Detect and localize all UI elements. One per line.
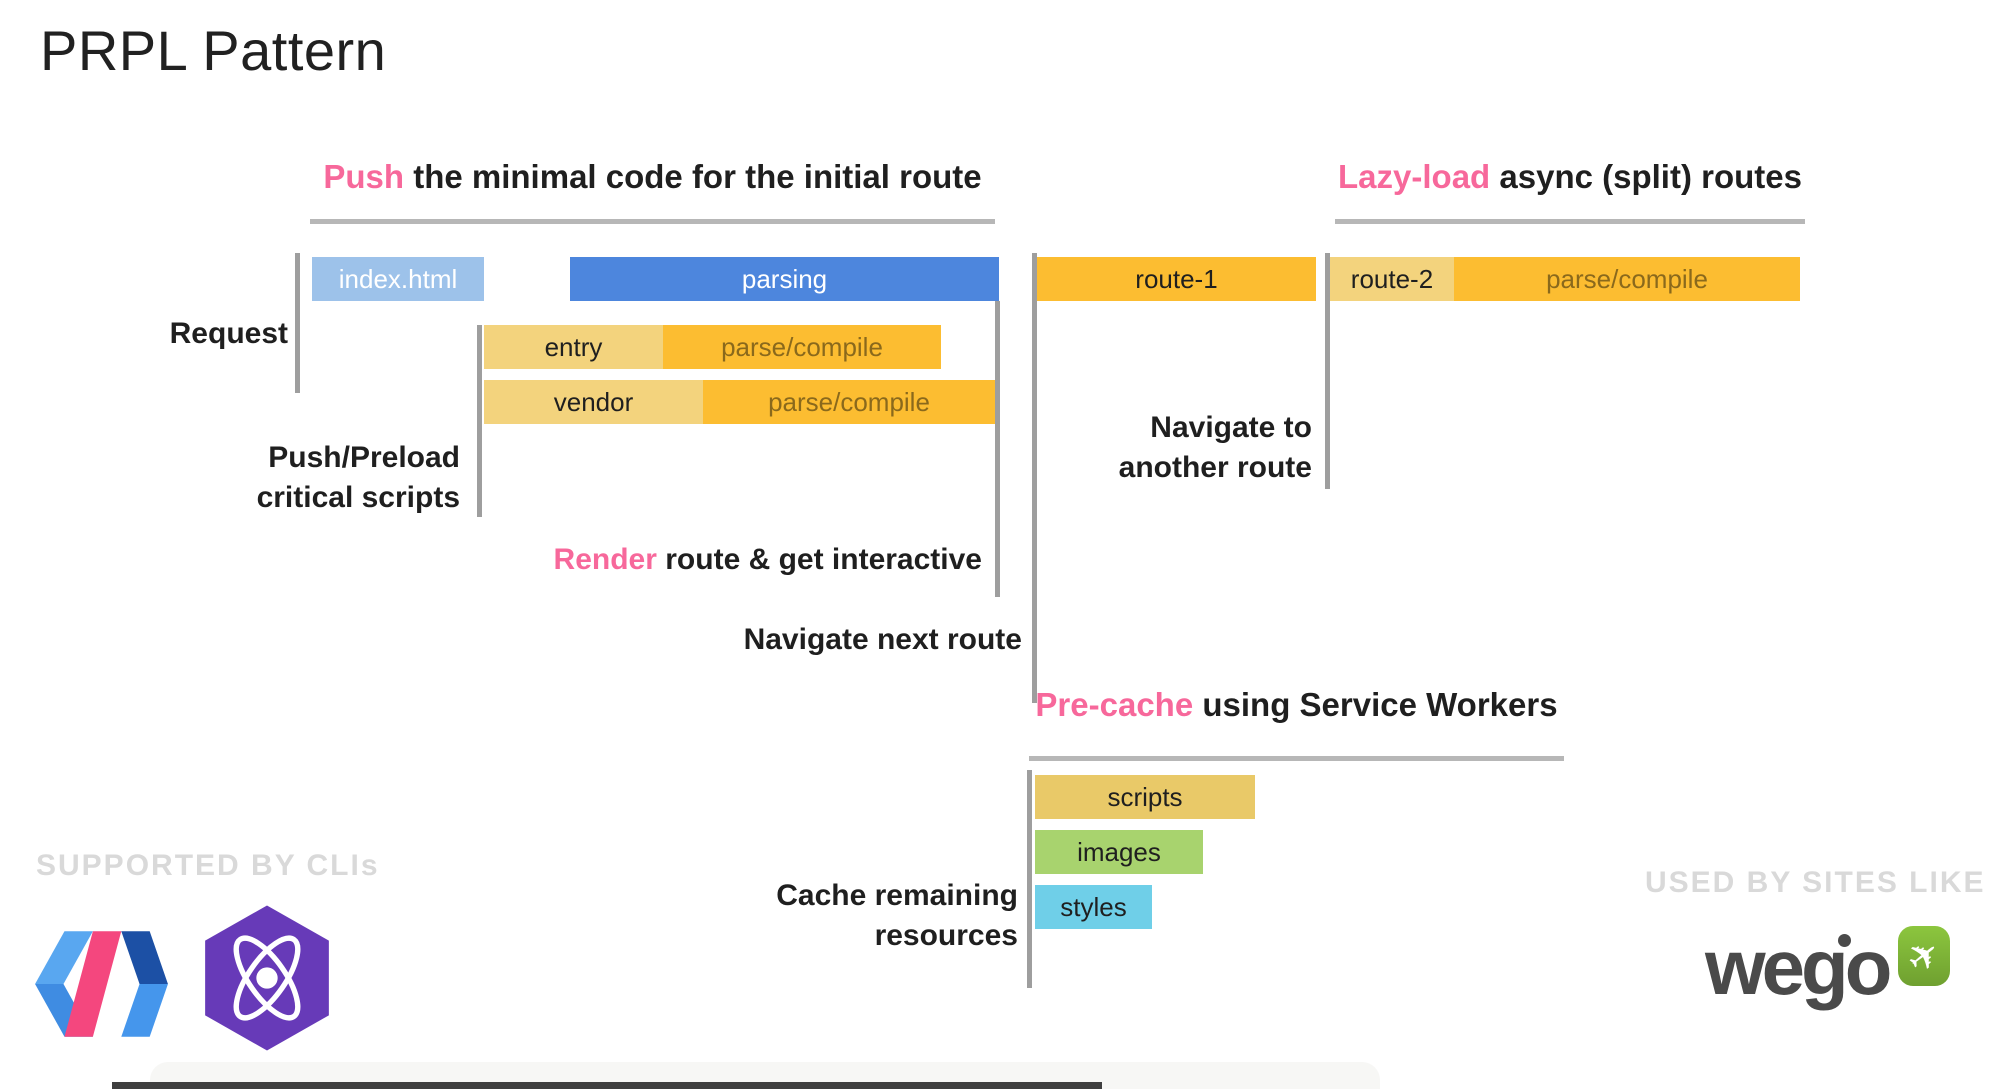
precache-section-header: Pre-cache using Service Workers bbox=[1029, 686, 1564, 724]
push-preload-marker-line bbox=[477, 325, 482, 517]
lazy-rest: async (split) routes bbox=[1499, 158, 1802, 195]
render-marker-line bbox=[995, 301, 1000, 597]
wego-logo-text: wego bbox=[1705, 923, 1892, 1011]
polymer-logo-icon bbox=[35, 931, 168, 1037]
request-marker-line bbox=[295, 253, 300, 393]
bar-vendor: vendor bbox=[484, 380, 703, 424]
push-underline bbox=[310, 219, 995, 224]
bar-route-2: route-2 bbox=[1330, 257, 1454, 301]
cache-marker-line bbox=[1027, 770, 1032, 988]
bar-entry: entry bbox=[484, 325, 663, 369]
render-label: Render route & get interactive bbox=[500, 540, 982, 580]
navigate-another-line2: another route bbox=[1118, 451, 1312, 484]
precache-highlight: Pre-cache bbox=[1035, 686, 1194, 723]
request-label: Request bbox=[169, 317, 288, 350]
precache-rest: using Service Workers bbox=[1202, 686, 1558, 723]
push-preload-line2: critical scripts bbox=[256, 481, 460, 514]
lazy-highlight: Lazy-load bbox=[1338, 158, 1491, 195]
cache-remaining-line1: Cache remaining bbox=[776, 879, 1018, 912]
push-preload-line1: Push/Preload bbox=[268, 441, 460, 474]
supported-by-clis-label: SUPPORTED BY CLIs bbox=[36, 849, 380, 882]
airplane-icon: ✈ bbox=[1898, 930, 1950, 983]
push-rest: the minimal code for the initial route bbox=[413, 158, 982, 195]
navigate-next-label: Navigate next route bbox=[743, 623, 1022, 656]
bar-index-html: index.html bbox=[312, 257, 484, 301]
bar-route-1: route-1 bbox=[1037, 257, 1316, 301]
render-rest: route & get interactive bbox=[665, 543, 982, 576]
navigate-another-marker-line bbox=[1325, 253, 1330, 489]
render-highlight: Render bbox=[553, 543, 657, 576]
precache-underline bbox=[1029, 756, 1564, 761]
cache-remaining-label: Cache remaining resources bbox=[700, 876, 1018, 956]
push-section-header: Push the minimal code for the initial ro… bbox=[310, 158, 995, 196]
bar-styles: styles bbox=[1035, 885, 1152, 929]
bar-vendor-parse-compile: parse/compile bbox=[703, 380, 995, 424]
navigate-next-marker-line bbox=[1032, 253, 1037, 703]
wego-g-dot bbox=[1838, 934, 1851, 947]
push-highlight: Push bbox=[323, 158, 405, 195]
lazy-underline bbox=[1335, 219, 1805, 224]
wego-plane-badge: ✈ bbox=[1898, 926, 1950, 986]
bar-images: images bbox=[1035, 830, 1203, 874]
preact-logo-icon bbox=[205, 905, 329, 1051]
navigate-another-line1: Navigate to bbox=[1150, 411, 1312, 444]
push-preload-label: Push/Preload critical scripts bbox=[160, 438, 460, 518]
used-by-sites-label: USED BY SITES LIKE bbox=[1645, 866, 1986, 899]
bar-route-2-parse-compile: parse/compile bbox=[1454, 257, 1800, 301]
bar-entry-parse-compile: parse/compile bbox=[663, 325, 941, 369]
cache-remaining-line2: resources bbox=[874, 919, 1018, 952]
bar-scripts: scripts bbox=[1035, 775, 1255, 819]
page-title: PRPL Pattern bbox=[40, 19, 387, 82]
lazy-section-header: Lazy-load async (split) routes bbox=[1335, 158, 1805, 196]
bar-parsing: parsing bbox=[570, 257, 999, 301]
progress-bar[interactable] bbox=[112, 1082, 1102, 1089]
navigate-another-label: Navigate to another route bbox=[1000, 408, 1312, 488]
